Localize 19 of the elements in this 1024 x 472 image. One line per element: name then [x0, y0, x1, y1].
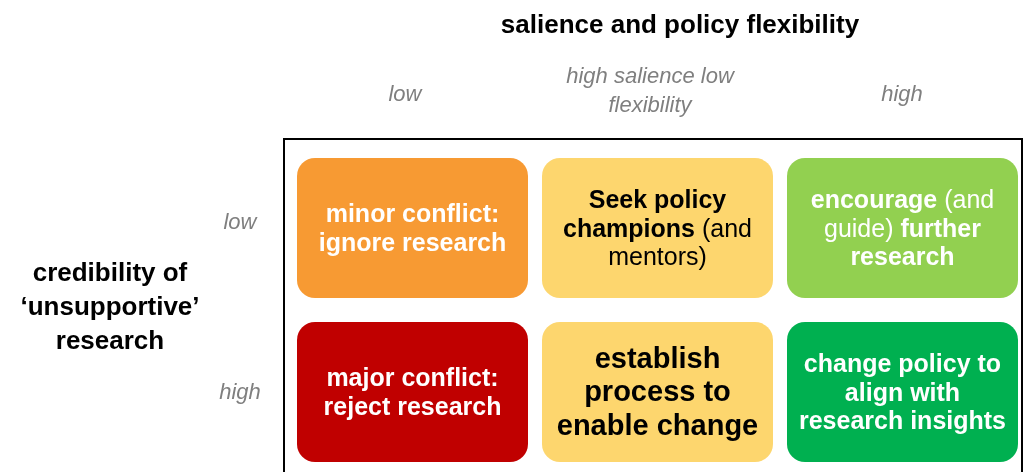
quadrant-box: [297, 322, 528, 462]
quadrant-box: [542, 322, 773, 462]
column-header: high: [880, 80, 924, 108]
quadrant-text: Seek policy champions (and mentors): [562, 184, 753, 272]
column-header: high salience low flexibility: [565, 62, 736, 119]
axis-title: salience and policy flexibility: [499, 8, 861, 41]
row-header: high: [218, 378, 262, 406]
quadrant-text: establish process to enable change: [555, 342, 760, 442]
quadrant-text: encourage (and guide) further research: [809, 184, 996, 272]
column-header: low: [387, 80, 424, 108]
quadrant-box: [787, 322, 1018, 462]
quadrant-box: [787, 158, 1018, 298]
quadrant-text: major conflict: reject research: [322, 363, 503, 421]
quadrant-box: [297, 158, 528, 298]
axis-title: credibility of ‘unsupportive’ research: [19, 256, 201, 357]
quadrant-box: [542, 158, 773, 298]
row-header: low: [222, 208, 259, 236]
quadrant-text: minor conflict: ignore research: [317, 199, 508, 257]
quadrant-text: change policy to align with research insights: [798, 348, 1007, 436]
